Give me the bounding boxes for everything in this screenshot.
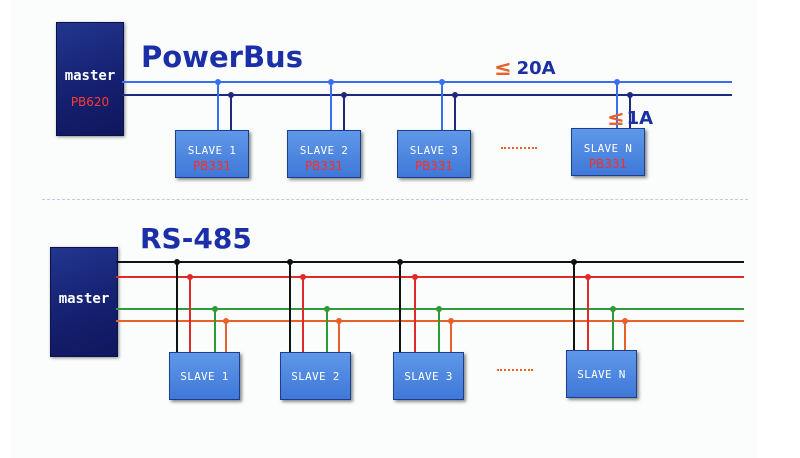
powerbus-drop [230,95,232,130]
rs485-junction [287,259,293,265]
rs485-drop [338,321,340,352]
powerbus-drop [441,82,443,130]
rs485-drop [612,309,614,352]
ellipsis-icon [497,369,533,371]
less-equal-icon: ≤ [607,106,625,130]
rs485-junction [324,306,330,312]
main-rating-value: 20A [516,58,556,79]
less-equal-icon: ≤ [494,56,512,80]
powerbus-rail-negative [122,94,732,96]
rs485-junction [174,259,180,265]
powerbus-main-rating: ≤ 20A [494,56,556,80]
rs485-drop [414,277,416,352]
rs485-junction [397,259,403,265]
slave-model: PB331 [192,159,232,173]
rs485-junction [336,318,342,324]
slave-label: SLAVE 2 [291,370,340,383]
powerbus-master-box: master PB620 [56,22,124,136]
section-divider [42,199,748,200]
powerbus-title: PowerBus [141,40,303,74]
branch-rating-value: 1A [626,108,654,129]
powerbus-drop [217,82,219,130]
rs485-junction [622,318,628,324]
powerbus-slave-1: SLAVE 1 PB331 [175,130,249,178]
rs485-drop [326,309,328,352]
powerbus-master-label: master [64,68,116,84]
rs485-drop [399,262,401,352]
powerbus-junction [341,92,347,98]
powerbus-drop [330,82,332,130]
rs485-junction [585,274,591,280]
slave-label: SLAVE 2 [299,144,349,157]
slave-label: SLAVE 3 [404,370,453,383]
slave-label: SLAVE 1 [187,144,237,157]
rs485-drop [225,321,227,352]
rs485-drop [189,277,191,352]
rs485-junction [571,259,577,265]
rs485-slave-2: SLAVE 2 [280,352,351,400]
rs485-title: RS-485 [140,222,252,255]
rs485-drop [438,309,440,352]
rs485-drop [302,277,304,352]
rs485-junction [212,306,218,312]
rs485-junction [223,318,229,324]
powerbus-slave-3: SLAVE 3 PB331 [397,130,471,178]
rs485-master-label: master [58,291,110,307]
powerbus-junction [215,79,221,85]
slave-model: PB331 [588,157,628,171]
powerbus-rail-positive [122,81,732,83]
rs485-junction [187,274,193,280]
powerbus-drop [629,95,631,130]
rs485-slave-1: SLAVE 1 [169,352,240,400]
rs485-junction [436,306,442,312]
slave-model: PB331 [304,159,344,173]
powerbus-junction [614,79,620,85]
rs485-junction [610,306,616,312]
rs485-drop [176,262,178,352]
slave-label: SLAVE N [577,368,626,381]
powerbus-junction [328,79,334,85]
powerbus-junction [452,92,458,98]
rs485-rail-black [116,261,744,263]
rs485-rail-orange [116,320,744,322]
rs485-rail-green [116,308,744,310]
rs485-master-box: master [50,247,118,357]
slave-label: SLAVE N [583,142,633,155]
slave-label: SLAVE 1 [180,370,229,383]
rs485-junction [300,274,306,280]
rs485-drop [587,277,589,352]
rs485-drop [289,262,291,352]
powerbus-drop [616,82,618,130]
powerbus-master-model: PB620 [70,95,110,109]
powerbus-junction [228,92,234,98]
rs485-junction [412,274,418,280]
powerbus-slave-2: SLAVE 2 PB331 [287,130,361,178]
powerbus-junction [439,79,445,85]
rs485-drop [624,321,626,352]
rs485-drop [214,309,216,352]
rs485-rail-red [116,276,744,278]
rs485-slave-3: SLAVE 3 [393,352,464,400]
rs485-slave-n: SLAVE N [566,350,637,398]
slave-label: SLAVE 3 [409,144,459,157]
rs485-drop [573,262,575,352]
ellipsis-icon [501,147,537,149]
powerbus-slave-n: SLAVE N PB331 [571,128,645,176]
rs485-drop [450,321,452,352]
powerbus-drop [454,95,456,130]
powerbus-drop [343,95,345,130]
diagram-canvas: master PB620 PowerBus ≤ 20A ≤ 1A SLAVE 1… [10,0,758,458]
slave-model: PB331 [414,159,454,173]
powerbus-junction [627,92,633,98]
powerbus-branch-rating: ≤ 1A [607,106,654,130]
rs485-junction [448,318,454,324]
